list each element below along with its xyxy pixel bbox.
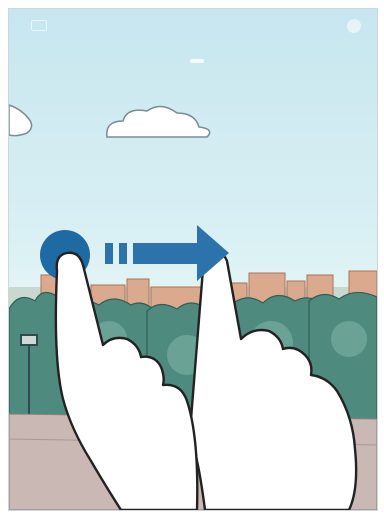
landscape-scene xyxy=(9,9,377,510)
wallpaper-illustration xyxy=(8,8,378,511)
cloud xyxy=(107,106,210,137)
cloud xyxy=(9,105,32,136)
